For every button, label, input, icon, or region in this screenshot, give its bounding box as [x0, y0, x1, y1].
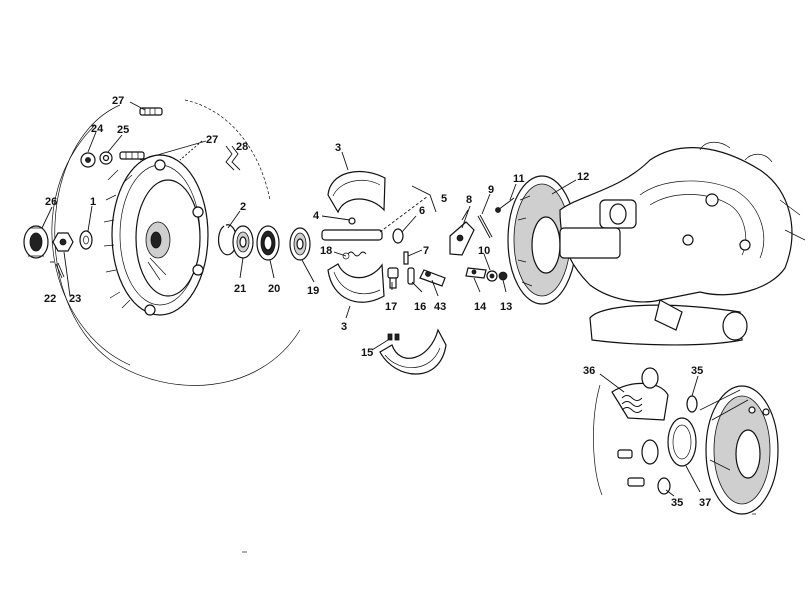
bearing-19 — [289, 227, 311, 261]
ring-6 — [392, 228, 404, 244]
label-24: 24 — [91, 123, 104, 135]
label-28: 28 — [236, 141, 248, 153]
brake-shoe-lower — [327, 263, 385, 303]
part-labels: 27 24 25 27 28 26 1 22 23 2 21 20 19 3 4… — [44, 95, 711, 509]
swing-arm-housing — [559, 141, 806, 346]
bearing-21 — [232, 225, 254, 259]
label-37: 37 — [699, 497, 711, 509]
washer-10 — [486, 270, 498, 282]
label-25: 25 — [117, 124, 129, 136]
label-14: 14 — [474, 301, 487, 313]
label-16: 16 — [414, 301, 426, 313]
label-9: 9 — [488, 184, 494, 196]
spring-36 — [621, 367, 659, 413]
label-36: 36 — [583, 365, 595, 377]
label-26: 26 — [45, 196, 57, 208]
split-pin-9 — [477, 214, 493, 239]
label-19: 19 — [307, 285, 319, 297]
label-7: 7 — [423, 245, 429, 257]
seal-37 — [641, 417, 697, 467]
label-12: 12 — [577, 171, 589, 183]
label-35a: 35 — [691, 365, 703, 377]
washer-1 — [79, 230, 93, 250]
label-10: 10 — [478, 245, 490, 257]
inset-detail — [593, 367, 779, 515]
label-17: 17 — [385, 301, 397, 313]
hub-cap-nut-26 — [23, 225, 49, 259]
nut-23 — [52, 232, 74, 252]
stud-bolt-side — [119, 151, 145, 160]
brake-shield-15 — [379, 328, 447, 375]
label-13: 13 — [500, 301, 512, 313]
label-23: 23 — [69, 293, 81, 305]
label-43: 43 — [434, 301, 446, 313]
label-21: 21 — [234, 283, 246, 295]
label-15: 15 — [361, 347, 373, 359]
return-spring-18 — [342, 251, 367, 260]
label-5: 5 — [441, 193, 447, 205]
ring-35-upper — [686, 395, 698, 413]
pivot-bar — [321, 217, 383, 241]
split-pin-22 — [55, 262, 65, 279]
nut-24 — [80, 152, 96, 168]
wheel-outline — [51, 99, 301, 386]
label-22: 22 — [44, 293, 56, 305]
label-20: 20 — [268, 283, 280, 295]
circlip-2 — [218, 224, 238, 256]
label-6: 6 — [419, 205, 425, 217]
screw-11 — [495, 197, 515, 213]
lever-43 — [419, 269, 446, 287]
label-2: 2 — [240, 201, 246, 213]
adjuster-14 — [465, 267, 487, 279]
bolt-17 — [387, 267, 399, 289]
ring-35-lower — [657, 477, 671, 495]
label-18: 18 — [320, 245, 332, 257]
cam-lever-8 — [449, 209, 475, 256]
label-3a: 3 — [335, 142, 341, 154]
brake-drum-hub — [103, 154, 209, 316]
label-4: 4 — [313, 210, 320, 222]
stud-bolt-top — [139, 107, 163, 116]
leader-lines — [41, 101, 701, 497]
label-3b: 3 — [341, 321, 347, 333]
label-27b: 27 — [206, 134, 218, 146]
label-35b: 35 — [671, 497, 683, 509]
spring-wire-5 — [379, 185, 437, 233]
nut-13 — [498, 271, 508, 281]
washer-25 — [99, 151, 113, 165]
stud-16 — [407, 267, 415, 285]
label-1: 1 — [90, 196, 96, 208]
label-11: 11 — [513, 173, 525, 185]
pin-7 — [403, 251, 409, 265]
brake-shoe-upper — [327, 170, 386, 214]
seal-20 — [256, 225, 280, 261]
label-27a: 27 — [112, 95, 124, 107]
label-8: 8 — [466, 194, 472, 206]
